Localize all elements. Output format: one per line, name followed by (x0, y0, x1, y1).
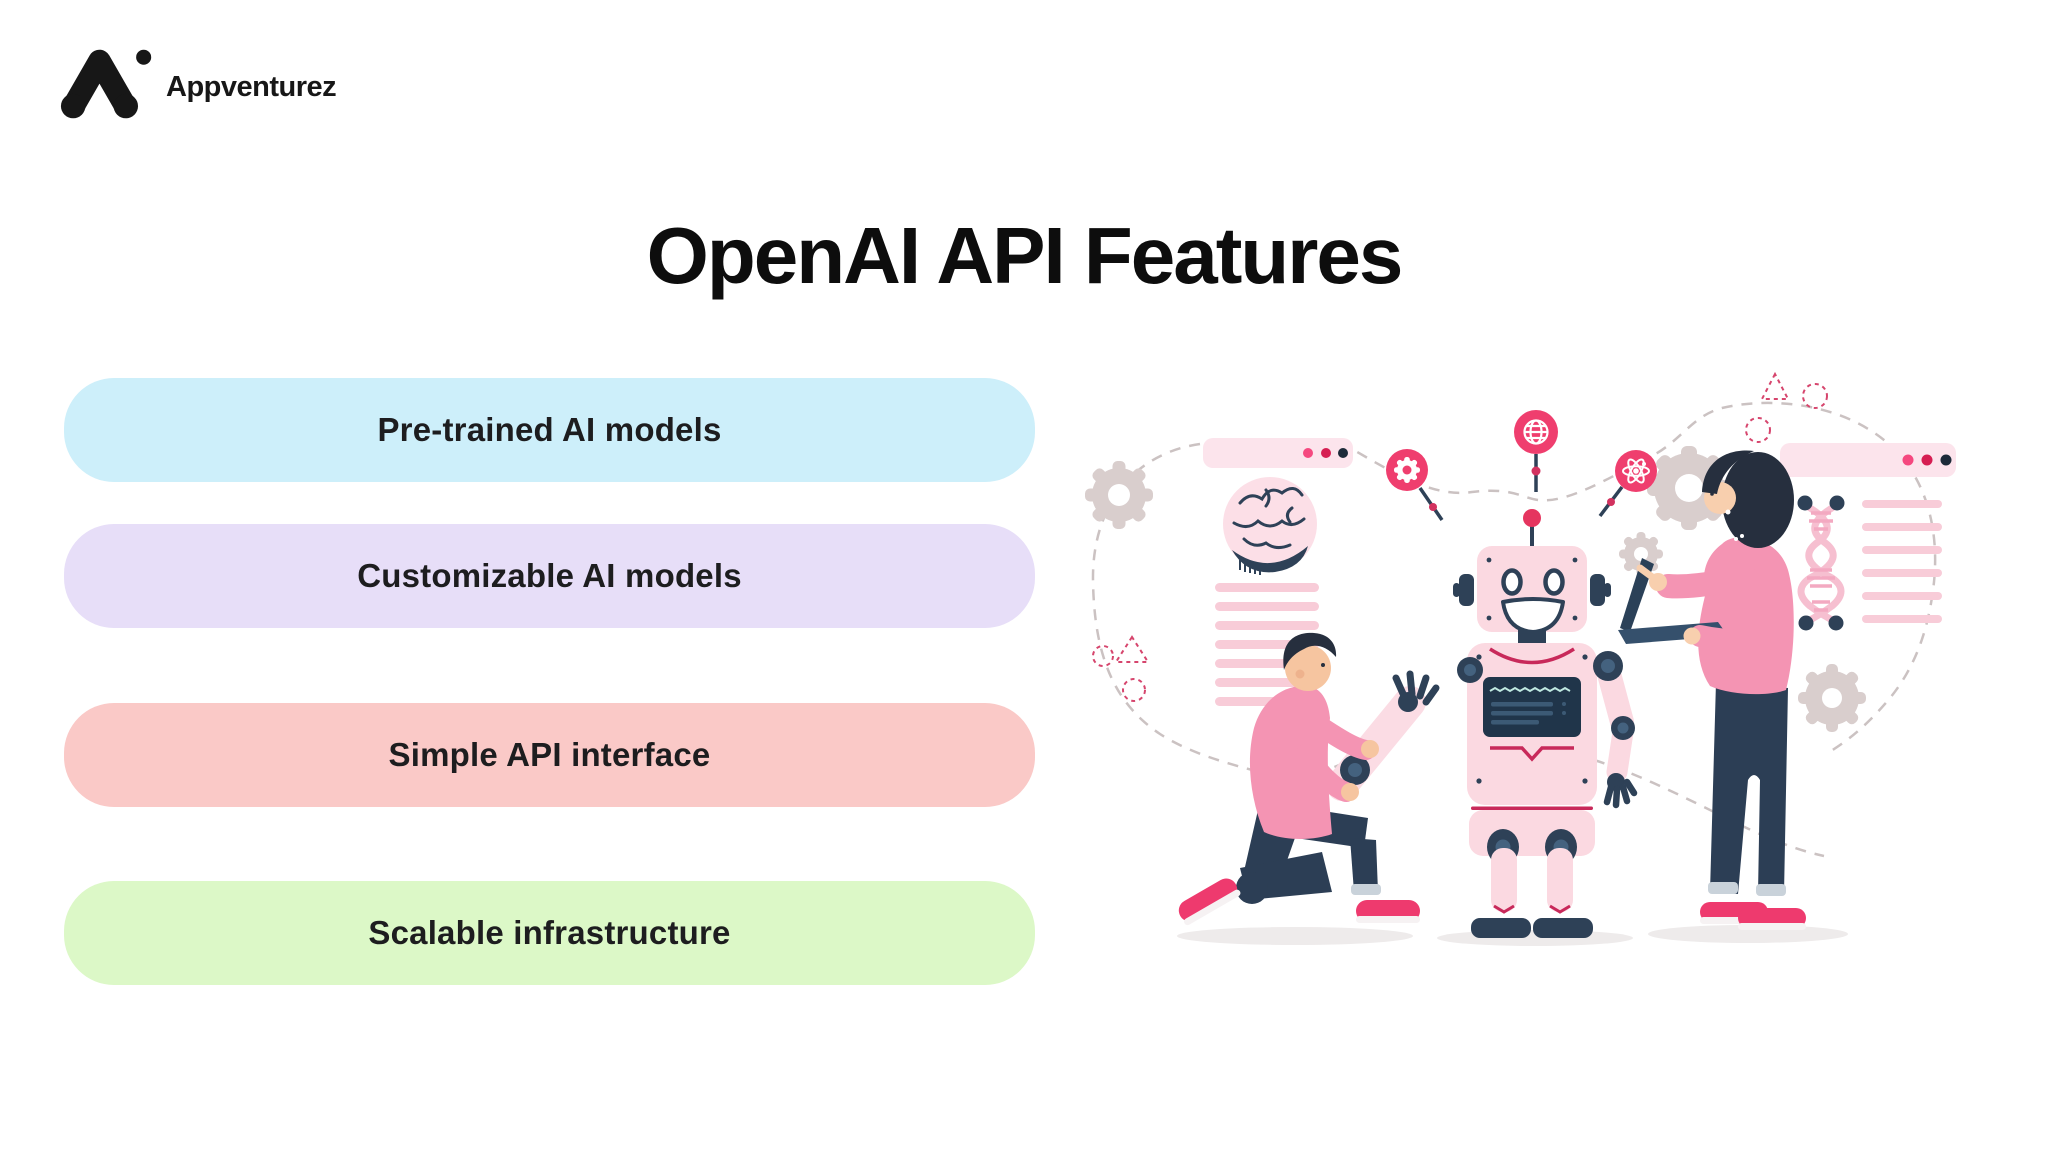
feature-pill-scalable-infra: Scalable infrastructure (64, 881, 1035, 985)
globe-icon (1523, 419, 1549, 445)
text-lines (1862, 500, 1942, 623)
globe-bubble (1514, 410, 1558, 492)
page-title: OpenAI API Features (646, 210, 1404, 300)
feature-label: Pre-trained AI models (377, 411, 722, 448)
atom-bubble (1598, 450, 1657, 518)
ai-robot-illustration (1085, 371, 1956, 946)
brand-name: Appventurez (166, 70, 337, 103)
browser-window-icon (1780, 443, 1956, 477)
brain-icon (1223, 477, 1317, 575)
logo: Appventurez (60, 48, 337, 120)
engineer-man (1178, 632, 1440, 926)
feature-label: Simple API interface (388, 736, 711, 773)
feature-pill-pretrained-models: Pre-trained AI models (64, 378, 1035, 482)
robot (1453, 509, 1638, 938)
gear-icon (1798, 664, 1866, 732)
feature-label: Scalable infrastructure (368, 914, 731, 951)
atom-icon (1622, 458, 1650, 484)
gear-bubble (1386, 449, 1444, 521)
appventurez-logo-icon (60, 49, 152, 119)
feature-pill-simple-api: Simple API interface (64, 703, 1035, 807)
dna-icon (1797, 495, 1845, 631)
engineer-woman (1618, 450, 1806, 930)
dashed-shapes (1092, 371, 1828, 702)
browser-window-icon (1203, 438, 1353, 468)
feature-label: Customizable AI models (357, 557, 742, 594)
feature-pill-customizable-models: Customizable AI models (64, 524, 1035, 628)
gear-icon (1085, 461, 1153, 529)
